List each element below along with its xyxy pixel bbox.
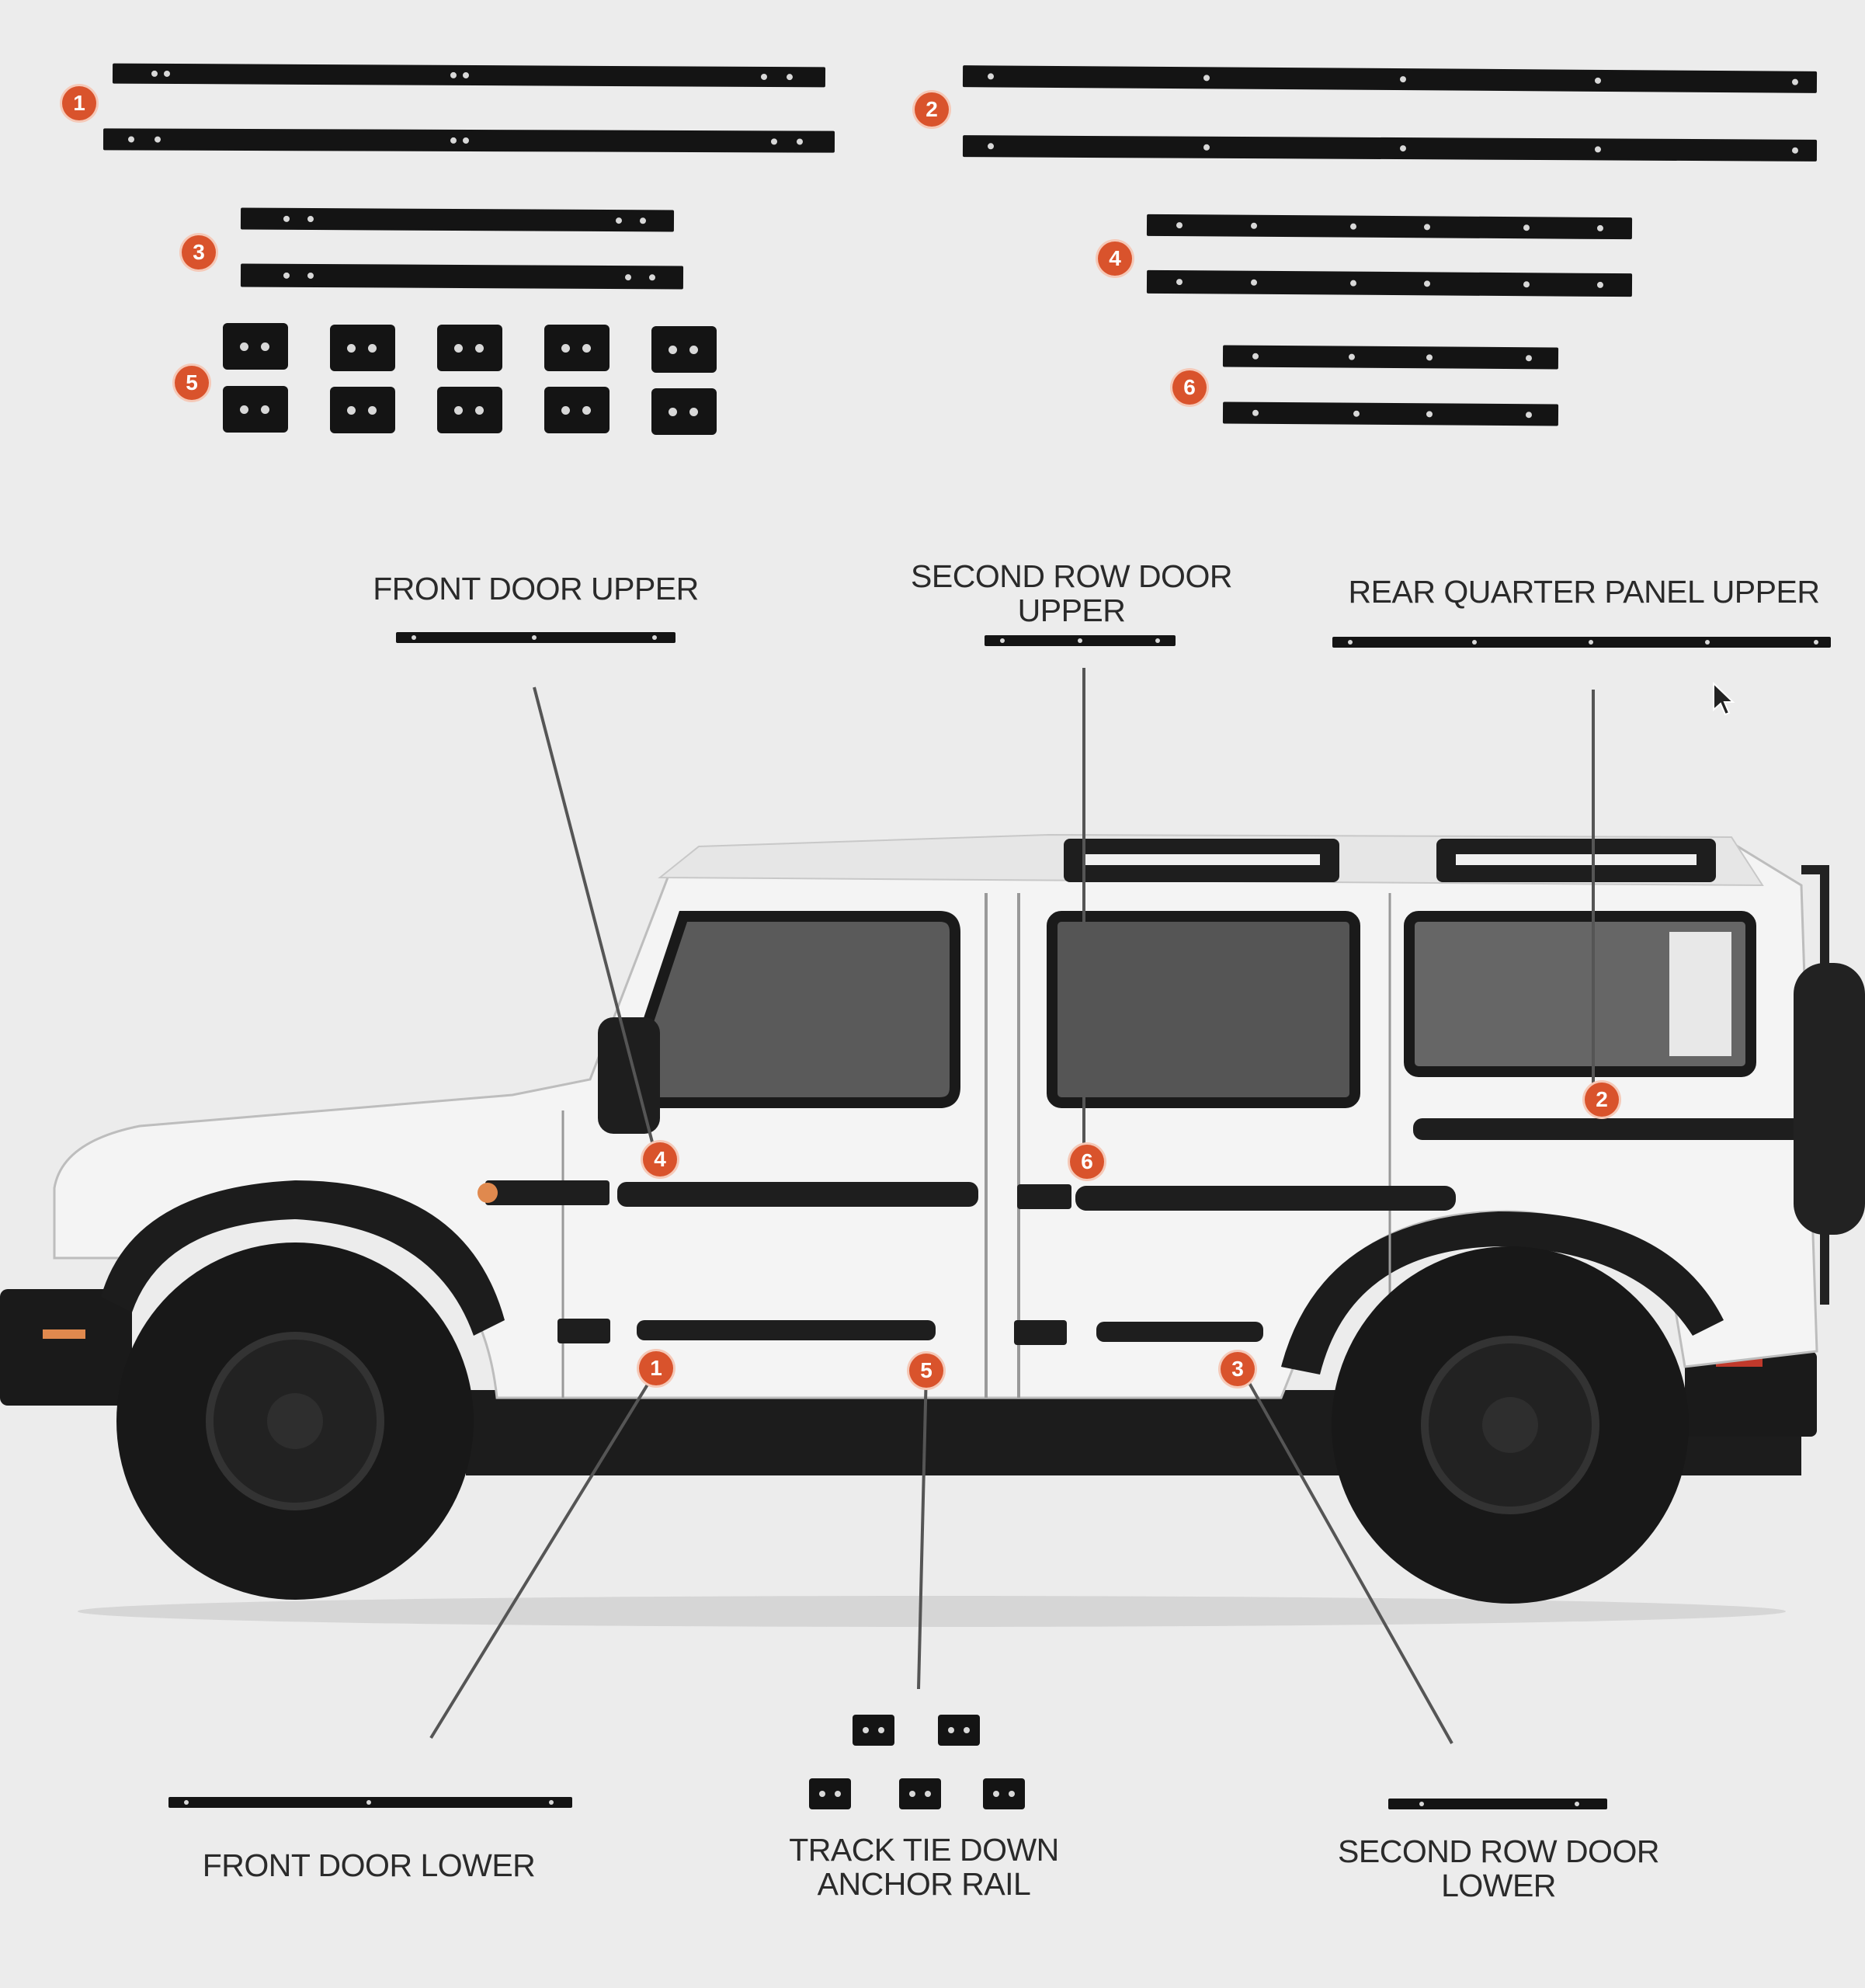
second-row-door-lower-rail bbox=[1388, 1799, 1607, 1809]
track-anchor-clip bbox=[809, 1778, 851, 1809]
anchor-clip bbox=[651, 326, 717, 373]
label-front-door-upper: FRONT DOOR UPPER bbox=[373, 571, 699, 606]
front-door-lower-rail bbox=[168, 1797, 572, 1808]
callout-badge-6: 6 bbox=[1070, 1145, 1104, 1179]
label-second-row-door-upper: SECOND ROW DOOR UPPER bbox=[911, 558, 1232, 628]
anchor-clip bbox=[330, 325, 395, 371]
label-second-row-door-lower: SECOND ROW DOOR LOWER bbox=[1338, 1833, 1659, 1903]
callout-badge-1: 1 bbox=[639, 1351, 673, 1385]
callout-badge-2: 2 bbox=[1585, 1083, 1619, 1117]
callout-badge-4: 4 bbox=[1098, 242, 1132, 276]
label-front-door-lower: FRONT DOOR LOWER bbox=[202, 1847, 536, 1883]
callout-badge-1: 1 bbox=[62, 86, 96, 120]
track-anchor-clip bbox=[853, 1715, 894, 1746]
rear-quarter-panel-upper-rail bbox=[1332, 637, 1831, 648]
callout-badge-3: 3 bbox=[1221, 1352, 1255, 1386]
anchor-clip bbox=[223, 323, 288, 370]
anchor-clip bbox=[544, 325, 610, 371]
anchor-clip bbox=[330, 387, 395, 433]
callout-badge-3: 3 bbox=[182, 235, 216, 269]
anchor-clip bbox=[437, 325, 502, 371]
anchor-clip bbox=[437, 387, 502, 433]
callout-badge-2: 2 bbox=[915, 92, 949, 127]
front-door-upper-rail bbox=[396, 632, 675, 643]
callout-badge-5: 5 bbox=[175, 366, 209, 400]
track-anchor-clip bbox=[899, 1778, 941, 1809]
track-anchor-clip bbox=[983, 1778, 1025, 1809]
anchor-clip bbox=[651, 388, 717, 435]
callout-badge-5: 5 bbox=[909, 1354, 943, 1388]
second-row-door-upper-rail bbox=[985, 635, 1176, 646]
track-anchor-clip bbox=[938, 1715, 980, 1746]
mouse-cursor-icon bbox=[1713, 682, 1735, 716]
callout-badge-6: 6 bbox=[1172, 370, 1207, 405]
label-track-tie-down-anchor-rail: TRACK TIE DOWN ANCHOR RAIL bbox=[789, 1832, 1059, 1902]
callout-badge-4: 4 bbox=[643, 1142, 677, 1176]
label-rear-quarter-panel-upper: REAR QUARTER PANEL UPPER bbox=[1348, 574, 1820, 610]
anchor-clip bbox=[223, 386, 288, 433]
anchor-clip bbox=[544, 387, 610, 433]
